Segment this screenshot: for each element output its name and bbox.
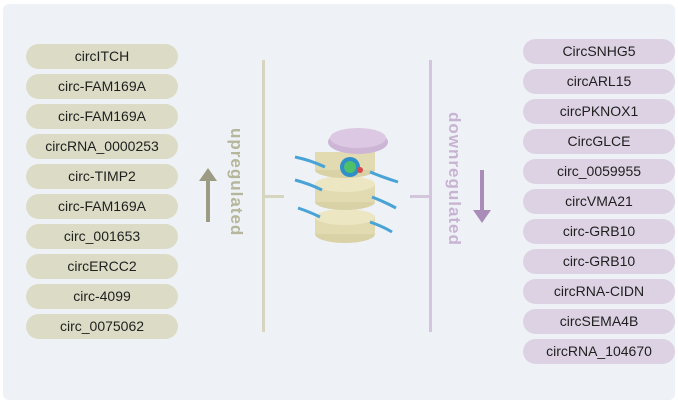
downregulated-item: CircGLCE — [523, 129, 675, 154]
downregulated-item: circ-GRB10 — [523, 249, 675, 274]
downregulated-label: downregulated — [445, 112, 464, 246]
upregulated-item: circ_0075062 — [26, 314, 178, 339]
up-arrow-icon — [199, 168, 217, 222]
downregulated-divider — [429, 60, 432, 332]
upregulated-item: circ-TIMP2 — [26, 164, 178, 189]
upregulated-item: circITCH — [26, 44, 178, 69]
downregulated-connector — [410, 195, 430, 198]
spine-icon — [294, 128, 399, 243]
downregulated-item: circ_0059955 — [523, 159, 675, 184]
downregulated-item: circPKNOX1 — [523, 99, 675, 124]
downregulated-item: circSEMA4B — [523, 309, 675, 334]
down-arrow-icon — [473, 170, 491, 223]
upregulated-label: upregulated — [227, 128, 246, 237]
upregulated-divider — [262, 60, 265, 332]
downregulated-item: circARL15 — [523, 69, 675, 94]
upregulated-item: circERCC2 — [26, 254, 178, 279]
downregulated-item: circVMA21 — [523, 189, 675, 214]
downregulated-item: circRNA_104670 — [523, 339, 675, 364]
upregulated-item: circ-4099 — [26, 284, 178, 309]
upregulated-item: circ-FAM169A — [26, 194, 178, 219]
upregulated-connector — [264, 195, 284, 198]
upregulated-item: circ-FAM169A — [26, 74, 178, 99]
downregulated-item: CircSNHG5 — [523, 39, 675, 64]
upregulated-item: circ_001653 — [26, 224, 178, 249]
downregulated-item: circRNA-CIDN — [523, 279, 675, 304]
upregulated-item: circRNA_0000253 — [26, 134, 178, 159]
downregulated-item: circ-GRB10 — [523, 219, 675, 244]
upregulated-item: circ-FAM169A — [26, 104, 178, 129]
